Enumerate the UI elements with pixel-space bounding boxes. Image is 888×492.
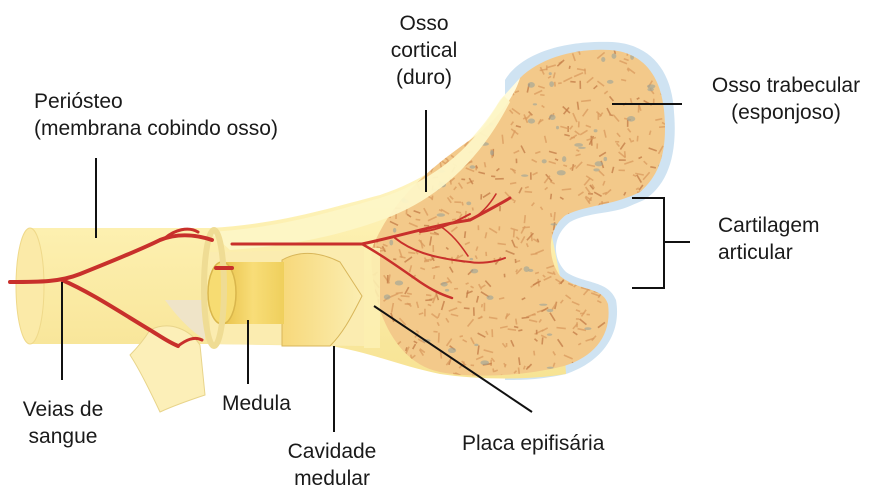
marrow-label: Medula <box>222 390 291 417</box>
articular-cartilage-label: Cartilagem articular <box>718 212 820 266</box>
cortical-bone-label: Osso cortical (duro) <box>378 10 470 91</box>
vessels-label-line2: sangue <box>6 423 120 450</box>
shaft-cut-end <box>16 228 44 344</box>
periosteum-label-line1: Periósteo <box>34 88 278 115</box>
cartilage-label-line1: Cartilagem <box>718 212 820 239</box>
cortical-label-line2: cortical <box>378 37 470 64</box>
cortical-label-line3: (duro) <box>378 64 470 91</box>
trabecular-bone-label: Osso trabecular (esponjoso) <box>696 72 876 126</box>
periosteum-label-line2: (membrana cobindo osso) <box>34 115 278 142</box>
plate-label-line1: Placa epifisária <box>462 430 604 457</box>
vessels-label-line1: Veias de <box>6 396 120 423</box>
medullary-cavity-label: Cavidade medular <box>266 438 398 492</box>
epiphyseal-plate-label: Placa epifisária <box>462 430 604 457</box>
trabecular-label-line1: Osso trabecular <box>696 72 876 99</box>
cavity-label-line2: medular <box>266 465 398 492</box>
cavity-label-line1: Cavidade <box>266 438 398 465</box>
blood-vessels-label: Veias de sangue <box>6 396 120 450</box>
periosteum-label: Periósteo (membrana cobindo osso) <box>34 88 278 142</box>
trabecular-label-line2: (esponjoso) <box>696 99 876 126</box>
marrow-label-line1: Medula <box>222 390 291 417</box>
cortical-label-line1: Osso <box>378 10 470 37</box>
epiphyseal-plate-band <box>364 248 380 348</box>
cartilage-label-line2: articular <box>718 239 820 266</box>
